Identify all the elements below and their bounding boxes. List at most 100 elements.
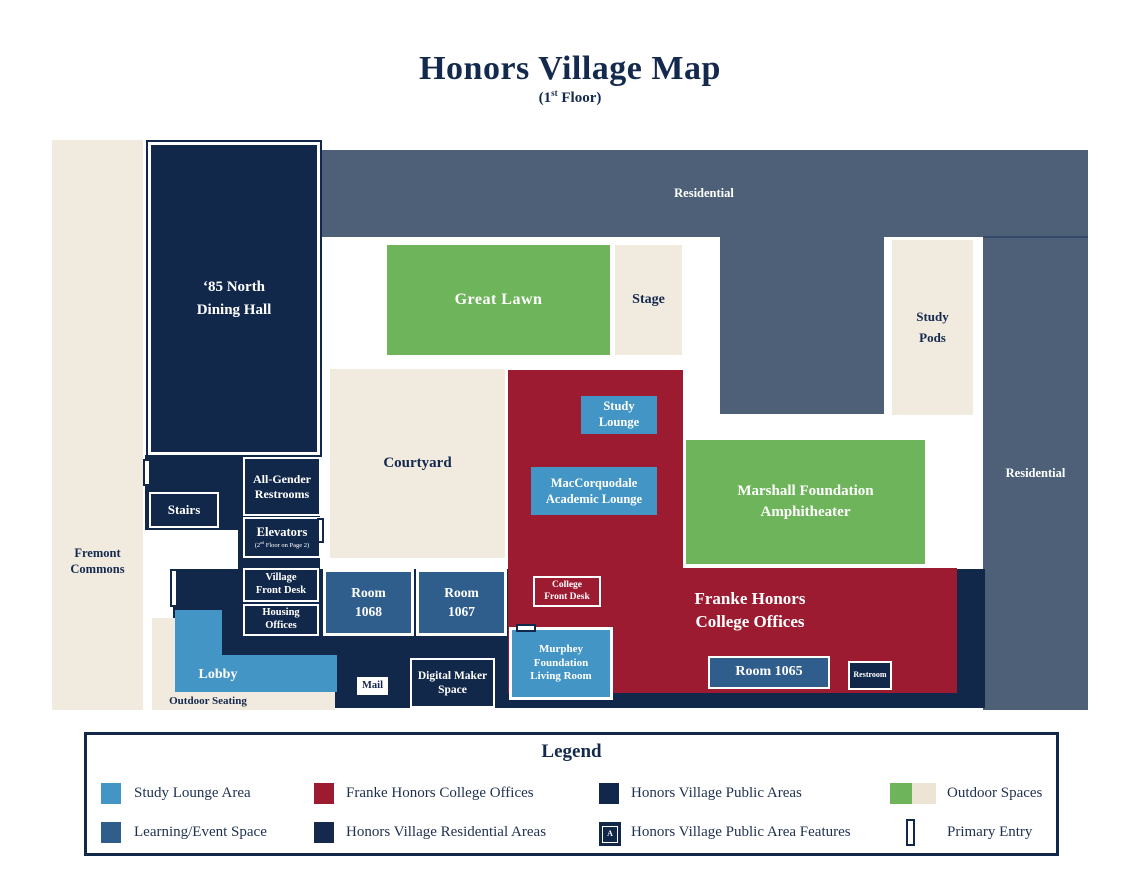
fremont-line1: Fremont: [74, 546, 121, 560]
area-study-lounge: Study Lounge: [581, 396, 657, 434]
mail-label: Mail: [362, 680, 383, 692]
vfd-line2: Front Desk: [255, 585, 307, 596]
study-lounge-label: Study Lounge: [599, 399, 639, 430]
study-lounge-line1: Study: [603, 399, 635, 414]
dining-hall-label: ‘85 North Dining Hall: [197, 276, 272, 321]
subtitle-text-suffix: Floor): [557, 90, 602, 106]
area-marshall-amphitheater: Marshall Foundation Amphitheater: [686, 440, 925, 564]
legend-box: Legend Study Lounge Area Franke Honors C…: [84, 732, 1059, 856]
study-pods-line1: Study: [916, 309, 949, 325]
area-murphey-living-room: Murphey Foundation Living Room: [509, 627, 613, 700]
housing-offices-label: Housing Offices: [262, 607, 299, 632]
legend-label-public-areas: Honors Village Public Areas: [631, 785, 802, 801]
legend-swatch-franke-offices: [314, 783, 334, 804]
marshall-line2: Amphitheater: [760, 504, 851, 520]
elevators-note-sup: nd: [260, 541, 265, 546]
feature-stairs: Stairs: [149, 492, 219, 528]
area-study-pods: Study Pods: [892, 240, 973, 415]
legend-label-learning-event: Learning/Event Space: [134, 824, 267, 840]
room-1067-line1: Room: [444, 584, 479, 600]
legend-label-outdoor-spaces: Outdoor Spaces: [947, 785, 1043, 801]
primary-entry-marker-elevators: [317, 518, 324, 543]
outdoor-seating-label: Outdoor Seating: [169, 695, 247, 707]
all-gender-label: All-Gender Restrooms: [253, 472, 311, 502]
franke-line1: Franke Honors: [694, 589, 806, 608]
fremont-line2: Commons: [70, 562, 125, 577]
lobby-label: Lobby: [198, 667, 238, 682]
restroom-label: Restroom: [853, 670, 887, 680]
cfd-line1: College: [551, 580, 583, 591]
legend-label-residential-areas: Honors Village Residential Areas: [346, 824, 547, 840]
area-residential-right: Residential: [983, 237, 1088, 710]
room-1065: Room 1065: [708, 656, 830, 689]
marshall-line1: Marshall Foundation: [737, 483, 874, 499]
study-pods-label: Study Pods: [916, 307, 949, 347]
feature-elevators: Elevators (2nd Floor on Page 2): [243, 517, 321, 558]
legend-swatch-outdoor-green: [890, 783, 912, 804]
room-1067-line2: 1067: [448, 603, 475, 619]
area-outdoor-seating-strip: [152, 690, 335, 710]
room-1067-label: Room 1067: [444, 584, 479, 622]
housing-line2: Offices: [265, 620, 297, 631]
legend-title: Legend: [541, 741, 602, 762]
franke-line2: College Offices: [695, 611, 805, 631]
all-gender-line2: Restrooms: [254, 486, 310, 501]
feature-college-front-desk: College Front Desk: [533, 576, 601, 607]
housing-line1: Housing: [262, 607, 300, 619]
primary-entry-marker-murphey: [516, 624, 536, 632]
subtitle-text: (1: [538, 90, 552, 106]
great-lawn-label: Great Lawn: [454, 290, 543, 308]
dms-line1: Digital Maker: [417, 669, 488, 682]
room-1068-label: Room 1068: [351, 584, 386, 622]
murphey-line3: Living Room: [530, 670, 592, 683]
courtyard-label: Courtyard: [383, 454, 452, 471]
legend-label-primary-entry: Primary Entry: [947, 824, 1033, 840]
room-1068-line2: 1068: [355, 603, 382, 619]
legend-swatch-primary-entry: [906, 819, 915, 846]
maccorquodale-label: MacCorquodale Academic Lounge: [546, 475, 642, 508]
area-fremont-commons: Fremont Commons: [52, 140, 143, 710]
dining-hall-line1: ‘85 North: [202, 279, 266, 295]
map-subtitle: (1st Floor): [0, 88, 1140, 107]
area-stage: Stage: [615, 245, 682, 355]
fremont-commons-label: Fremont Commons: [52, 545, 143, 578]
room-1065-label: Room 1065: [735, 664, 803, 680]
legend-feature-letter: A: [602, 825, 618, 843]
legend-label-franke-offices: Franke Honors College Offices: [346, 785, 534, 801]
area-great-lawn: Great Lawn: [387, 245, 610, 355]
murphey-label: Murphey Foundation Living Room: [530, 643, 591, 684]
primary-entry-marker-dining: [143, 459, 151, 486]
all-gender-line1: All-Gender: [253, 471, 311, 486]
study-pods-line2: Pods: [919, 329, 946, 345]
dms-line2: Space: [438, 684, 467, 696]
room-1068: Room 1068: [323, 569, 414, 636]
legend-swatch-public-areas: [599, 783, 619, 804]
area-residential-top: Residential: [320, 150, 1088, 237]
study-lounge-line2: Lounge: [598, 415, 640, 429]
legend-swatch-study-lounge: [101, 783, 121, 804]
area-outdoor-seating-column: [152, 618, 175, 710]
maccorquodale-line2: Academic Lounge: [545, 492, 643, 506]
residential-divider-line: [983, 236, 1088, 238]
area-courtyard: Courtyard: [330, 369, 505, 558]
dining-hall-line2: Dining Hall: [196, 301, 272, 318]
feature-digital-maker-space: Digital Maker Space: [410, 658, 495, 708]
maccorquodale-line1: MacCorquodale: [550, 475, 638, 490]
area-maccorquodale-lounge: MacCorquodale Academic Lounge: [531, 467, 657, 515]
map-title: Honors Village Map: [419, 50, 721, 87]
elevators-note-prefix: (2: [254, 542, 261, 550]
marshall-amphitheater-label: Marshall Foundation Amphitheater: [737, 481, 873, 523]
legend-swatch-learning-event: [101, 822, 121, 843]
feature-restroom: Restroom: [848, 661, 892, 690]
area-lobby: [175, 655, 337, 692]
feature-all-gender-restrooms: All-Gender Restrooms: [243, 457, 321, 516]
legend-swatch-residential-areas: [314, 822, 334, 843]
primary-entry-marker-band: [170, 569, 178, 607]
legend-swatch-public-area-features: A: [599, 822, 621, 846]
franke-offices-label: Franke Honors College Offices: [655, 588, 845, 634]
feature-mail: Mail: [355, 675, 390, 697]
residential-top-label: Residential: [674, 186, 734, 201]
stage-label: Stage: [632, 291, 665, 307]
subtitle-superscript: st: [551, 88, 558, 98]
